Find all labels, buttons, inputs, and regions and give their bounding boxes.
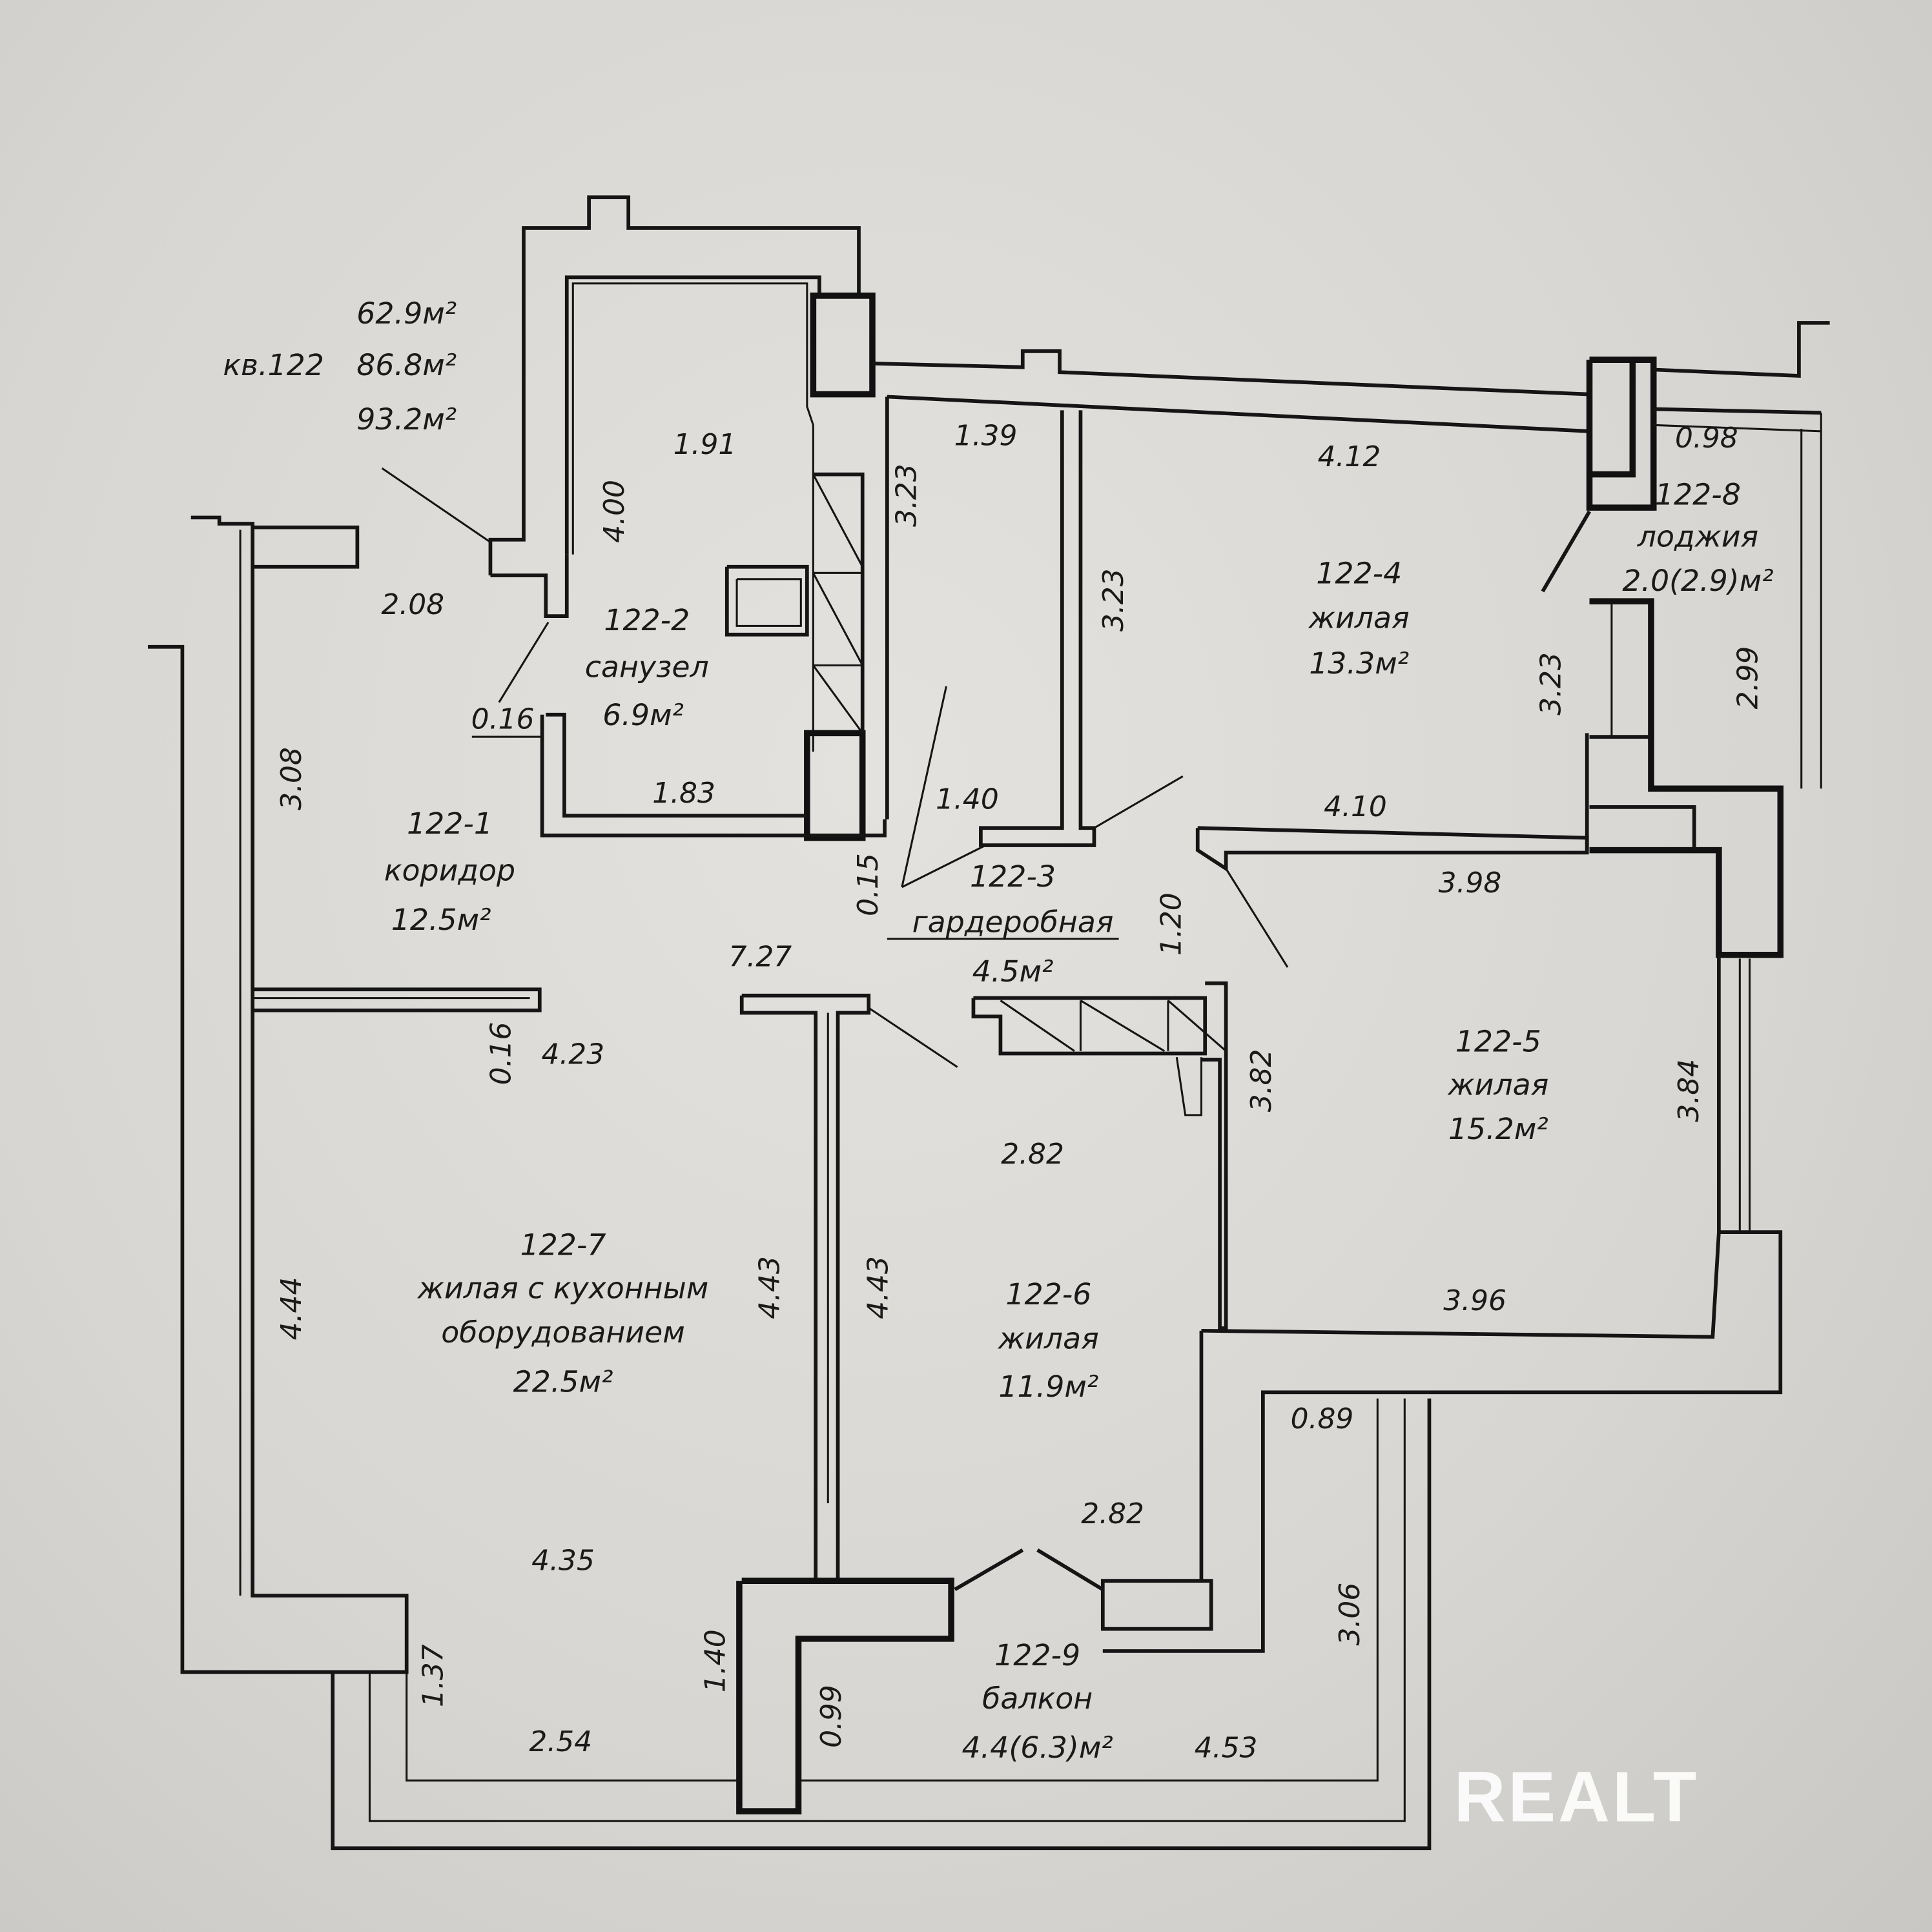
room-name: коридор [384, 852, 515, 887]
total-area: 86.8м² [356, 347, 457, 382]
dimension-label: 4.43 [861, 1256, 894, 1319]
dimension-label: 3.84 [1672, 1059, 1705, 1122]
dimension-label: 3.06 [1333, 1583, 1366, 1646]
dimension-label: 3.98 [1439, 867, 1502, 899]
dimension-label: 0.99 [815, 1685, 848, 1748]
dimension-label: 2.99 [1732, 646, 1765, 710]
dimension-label: 4.00 [598, 480, 631, 543]
dimension-label: 2.82 [1001, 1138, 1064, 1171]
dimension-label: 1.37 [417, 1644, 450, 1707]
room-area: 2.0(2.9)м² [1622, 563, 1773, 598]
dimensions: 1.91 4.00 1.39 3.23 3.23 4.12 0.98 2.08 … [275, 419, 1764, 1764]
room-name: жилая с кухонным [417, 1270, 709, 1305]
room-id: 122-2 [604, 602, 690, 637]
dimension-label: 0.15 [852, 853, 885, 916]
dimension-label: 3.23 [1534, 652, 1567, 715]
dimension-label: 1.40 [936, 783, 999, 816]
room-name: жилая [1447, 1067, 1548, 1102]
dimension-label: 4.23 [541, 1038, 604, 1071]
dimension-label: 3.96 [1443, 1284, 1506, 1317]
dimension-label: 1.20 [1155, 892, 1188, 956]
room-id: 122-1 [407, 806, 493, 841]
room-id: 122-9 [994, 1638, 1080, 1672]
dimension-label: 3.08 [275, 747, 308, 810]
room-id: 122-6 [1005, 1277, 1091, 1311]
dimension-label: 0.16 [471, 703, 535, 735]
room-name: оборудованием [441, 1315, 685, 1350]
room-name: гардеробная [912, 905, 1114, 940]
room-area: 11.9м² [998, 1369, 1098, 1404]
dimension-label: 2.08 [381, 588, 444, 621]
room-name: жилая [998, 1321, 1099, 1356]
dimension-label: 1.83 [652, 777, 715, 810]
apartment-number: кв.122 [223, 347, 324, 382]
room-id: 122-7 [520, 1228, 606, 1262]
dimension-label: 7.27 [728, 941, 792, 974]
room-area: 6.9м² [602, 697, 684, 732]
dimension-label: 0.89 [1291, 1403, 1354, 1435]
dimension-label: 4.43 [754, 1256, 786, 1319]
dimension-label: 4.12 [1318, 440, 1381, 473]
dimension-label: 3.23 [890, 464, 923, 527]
dimension-label: 0.16 [485, 1022, 518, 1085]
room-area: 13.3м² [1309, 646, 1409, 681]
dimension-label: 4.10 [1324, 790, 1387, 823]
dimension-label: 4.44 [275, 1277, 308, 1341]
dimension-label: 2.54 [529, 1725, 592, 1758]
room-name: лоджия [1637, 519, 1758, 553]
room-area: 4.5м² [972, 954, 1054, 989]
room-area: 15.2м² [1448, 1111, 1548, 1146]
summary: 62.9м² кв.122 86.8м² 93.2м² [223, 296, 457, 437]
dimension-label: 2.82 [1081, 1497, 1144, 1530]
room-id: 122-5 [1455, 1024, 1541, 1059]
dimension-label: 1.91 [673, 428, 737, 461]
dimension-label: 3.82 [1245, 1049, 1278, 1113]
room-id: 122-3 [970, 859, 1056, 894]
room-name: жилая [1308, 600, 1410, 635]
room-area: 4.4(6.3)м² [962, 1730, 1113, 1765]
room-area: 12.5м² [391, 902, 491, 937]
walls [147, 195, 1830, 1851]
room-name: санузел [585, 650, 709, 684]
room-labels: 122-1 коридор 12.5м² 122-2 санузел 6.9м²… [384, 477, 1774, 1765]
dimension-label: 3.23 [1097, 568, 1130, 632]
dimension-label: 4.35 [531, 1545, 595, 1577]
dimension-label: 1.40 [699, 1629, 732, 1692]
room-id: 122-8 [1655, 477, 1741, 511]
dimension-label: 4.53 [1195, 1732, 1258, 1765]
room-name: балкон [982, 1681, 1093, 1716]
living-area: 62.9м² [356, 296, 457, 331]
room-id: 122-4 [1316, 556, 1402, 591]
dimension-label: 1.39 [954, 419, 1018, 452]
total-area-with-balconies: 93.2м² [356, 402, 457, 437]
dimension-label: 0.98 [1675, 422, 1738, 455]
room-area: 22.5м² [513, 1364, 613, 1399]
realt-watermark-logo: REALT [1454, 1757, 1700, 1836]
